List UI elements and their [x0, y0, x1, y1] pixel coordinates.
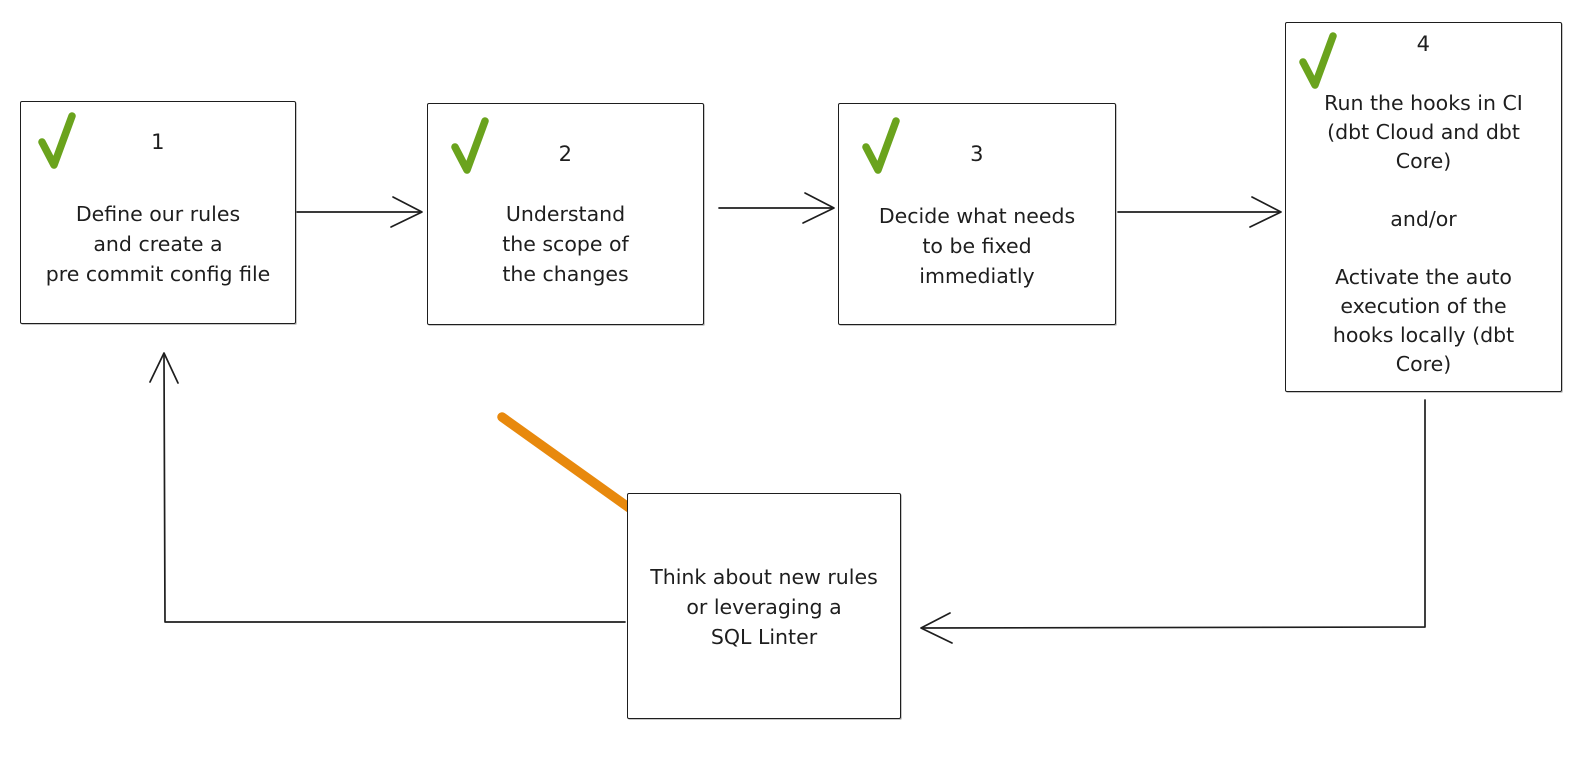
step-text: Run the hooks in CI (dbt Cloud and dbt C… [1286, 89, 1561, 379]
box-text-line [1286, 234, 1561, 263]
box-text-line: (dbt Cloud and dbt [1327, 120, 1520, 144]
box-text-line: Core) [1395, 352, 1452, 376]
box-text-line: SQL Linter [710, 625, 818, 649]
arrow-loop-to-step1 [149, 352, 626, 623]
box-text-line: to be fixed [922, 234, 1032, 258]
flow-box-loop: Think about new rules or leveraging a SQ… [627, 493, 901, 719]
flow-box-step-3: 3 Decide what needs to be fixed immediat… [838, 103, 1116, 325]
box-text-line: hooks locally (dbt [1332, 323, 1515, 347]
checkmark-icon [1299, 32, 1337, 89]
box-text-line: Activate the auto [1335, 265, 1512, 289]
checkmark-icon [451, 117, 489, 174]
box-text-line: Define our rules [75, 202, 241, 226]
box-text-line [1286, 176, 1561, 205]
box-text-line: the scope of [502, 232, 629, 256]
box-text-line: immediatly [919, 264, 1035, 288]
box-text-line: and create a [93, 232, 223, 256]
arrow-step1-to-step2 [296, 196, 423, 228]
flow-box-step-4: 4 Run the hooks in CI (dbt Cloud and dbt… [1285, 22, 1562, 392]
step-number: 3 [970, 142, 984, 166]
checkmark-icon [38, 112, 76, 169]
arrow-step4-to-loop [920, 399, 1426, 644]
box-text-line: Run the hooks in CI [1324, 91, 1523, 115]
step-number: 2 [558, 142, 573, 166]
step-number: 4 [1416, 32, 1431, 56]
box-text-line: and/or [1390, 207, 1457, 231]
step-text: Understand the scope of the changes [428, 199, 703, 289]
step-text: Decide what needs to be fixed immediatly [839, 201, 1115, 291]
checkmark-icon [862, 117, 900, 174]
box-text-line: Core) [1395, 149, 1452, 173]
step-text: Define our rules and create a pre commit… [21, 199, 295, 289]
box-text-line: Understand [505, 202, 626, 226]
box-text-line: Think about new rules [650, 565, 878, 589]
arrow-step3-to-step4 [1117, 196, 1282, 228]
arrow-step2-to-step3 [718, 192, 835, 224]
step-number: 1 [151, 130, 165, 154]
step-text: Think about new rules or leveraging a SQ… [628, 562, 900, 652]
box-text-line: or leveraging a [686, 595, 842, 619]
box-text-line: the changes [502, 262, 629, 286]
box-text-line: pre commit config file [45, 262, 271, 286]
box-text-line: Decide what needs [878, 204, 1076, 228]
box-text-line: execution of the [1340, 294, 1507, 318]
flow-box-step-1: 1 Define our rules and create a pre comm… [20, 101, 296, 324]
flow-box-step-2: 2 Understand the scope of the changes [427, 103, 704, 325]
